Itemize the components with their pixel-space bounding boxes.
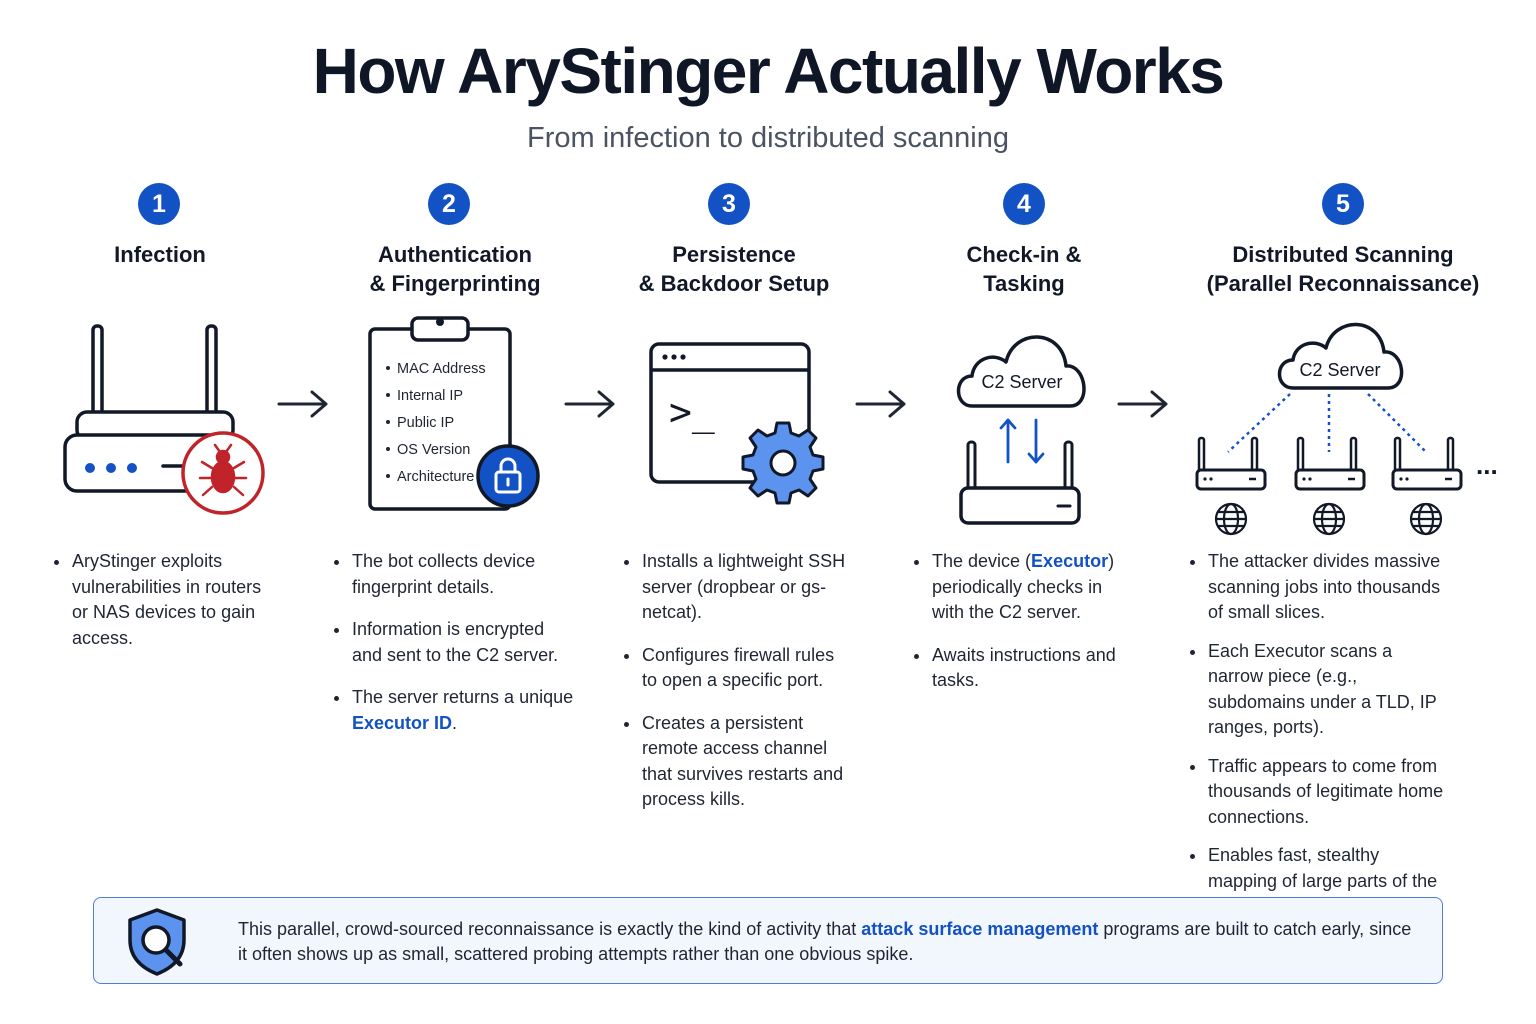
banner-text: This parallel, crowd-sourced reconnaissa… bbox=[238, 919, 1412, 964]
step-4-bullets: The device (Executor) periodically check… bbox=[914, 549, 1134, 711]
asm-highlight: attack surface management bbox=[861, 919, 1099, 939]
card-item: Architecture bbox=[397, 469, 474, 485]
list-item: Each Executor scans a narrow piece (e.g.… bbox=[1190, 639, 1452, 741]
arrow-right-icon bbox=[277, 390, 328, 418]
page-title: How AryStinger Actually Works bbox=[312, 35, 1225, 107]
globe-icon bbox=[1312, 502, 1346, 536]
card-item: Public IP bbox=[397, 415, 454, 431]
info-banner: This parallel, crowd-sourced reconnaissa… bbox=[93, 897, 1443, 984]
terminal-prompt: >_ bbox=[669, 390, 715, 435]
list-item: The device (Executor) periodically check… bbox=[914, 549, 1134, 626]
step-2-title-line: & Fingerprinting bbox=[369, 271, 541, 296]
scan-router-group bbox=[1391, 436, 1463, 491]
list-item: AryStinger exploits vulnerabilities in r… bbox=[54, 549, 269, 651]
card-item: MAC Address bbox=[397, 361, 486, 377]
step-3-title-line: & Backdoor Setup bbox=[638, 271, 830, 296]
list-item: Awaits instructions and tasks. bbox=[914, 643, 1134, 694]
step-5-badge: 5 bbox=[1322, 183, 1364, 225]
step-4-badge: 4 bbox=[1003, 183, 1045, 225]
router-with-bug-icon bbox=[63, 324, 265, 515]
executor-id-highlight: Executor ID bbox=[352, 712, 453, 733]
list-item: The attacker divides massive scanning jo… bbox=[1190, 549, 1452, 626]
list-item: Installs a lightweight SSH server (dropb… bbox=[624, 549, 849, 626]
page-subtitle: From infection to distributed scanning bbox=[527, 122, 1009, 154]
list-item: The bot collects device fingerprint deta… bbox=[334, 549, 574, 600]
cloud-router-icon: C2 Server bbox=[956, 335, 1086, 525]
step-5-title: Distributed Scanning (Parallel Reconnais… bbox=[1193, 240, 1493, 298]
cloud-label: C2 Server bbox=[981, 372, 1062, 392]
step-1-badge: 1 bbox=[138, 183, 180, 225]
list-item: The server returns a unique Executor ID. bbox=[334, 685, 574, 736]
step-5-title-line: Distributed Scanning bbox=[1232, 242, 1454, 267]
step-2-title-line: Authentication bbox=[378, 242, 532, 267]
terminal-gear-icon: >_ bbox=[649, 342, 825, 505]
step-5-title-line: (Parallel Reconnaissance) bbox=[1206, 271, 1480, 296]
step-3-bullets: Installs a lightweight SSH server (dropb… bbox=[624, 549, 849, 830]
step-1-bullets: AryStinger exploits vulnerabilities in r… bbox=[54, 549, 269, 668]
step-3-title: Persistence & Backdoor Setup bbox=[584, 240, 884, 298]
step-2-bullets: The bot collects device fingerprint deta… bbox=[334, 549, 574, 753]
cloud-routers-globe-icon: C2 Server ... bbox=[1195, 322, 1498, 536]
card-item: OS Version bbox=[397, 442, 470, 458]
step-1-title-line: Infection bbox=[114, 242, 206, 267]
arrow-right-icon bbox=[1117, 390, 1168, 418]
list-item: Creates a persistent remote access chann… bbox=[624, 711, 849, 813]
step-4-title-line: Check-in & bbox=[966, 242, 1082, 267]
arrow-right-icon bbox=[564, 390, 615, 418]
list-item: Information is encrypted and sent to the… bbox=[334, 617, 574, 668]
step-2-badge: 2 bbox=[428, 183, 470, 225]
clipboard-lock-icon: MAC Address Internal IP Public IP OS Ver… bbox=[368, 316, 540, 511]
list-item: Traffic appears to come from thousands o… bbox=[1190, 754, 1452, 831]
step-4-title-line: Tasking bbox=[983, 271, 1065, 296]
card-item: Internal IP bbox=[397, 388, 463, 404]
step-1-title: Infection bbox=[10, 240, 310, 269]
list-item: Configures firewall rules to open a spec… bbox=[624, 643, 849, 694]
scan-router-group bbox=[1195, 436, 1267, 491]
cloud-label: C2 Server bbox=[1299, 360, 1380, 380]
globe-icon bbox=[1409, 502, 1443, 536]
step-2-title: Authentication & Fingerprinting bbox=[305, 240, 605, 298]
step-3-title-line: Persistence bbox=[672, 242, 796, 267]
scan-router-group bbox=[1294, 436, 1366, 491]
globe-icon bbox=[1214, 502, 1248, 536]
shield-search-icon bbox=[128, 908, 186, 976]
executor-highlight: Executor bbox=[1031, 551, 1109, 571]
more-devices-ellipsis: ... bbox=[1476, 450, 1498, 480]
arrow-right-icon bbox=[855, 390, 906, 418]
step-4-title: Check-in & Tasking bbox=[874, 240, 1174, 298]
step-3-badge: 3 bbox=[708, 183, 750, 225]
step-5-bullets: The attacker divides massive scanning jo… bbox=[1190, 549, 1452, 937]
